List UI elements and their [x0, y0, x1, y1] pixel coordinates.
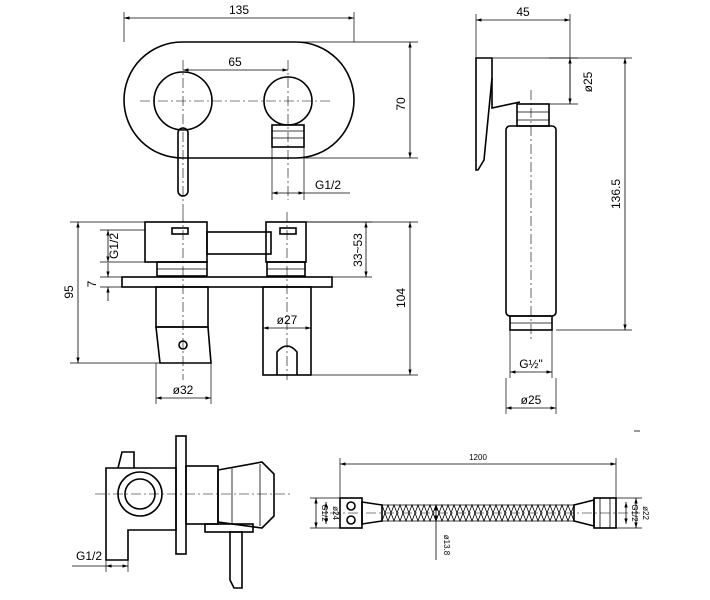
dim-body-diameter: ø32 [173, 383, 194, 397]
dim-handset-length: 136.5 [609, 179, 623, 209]
dim-mounting-height: 95 [62, 285, 76, 299]
dim-depth-range: 33~53 [351, 233, 365, 267]
hose-view: 1200 G1/2 ø24 ø13.8 G1/2 ø22 [310, 453, 650, 560]
dim-outlet-thread: G1/2 [315, 178, 341, 192]
dim-side-thread: G1/2 [76, 549, 102, 563]
dim-hose-left-thread: G1/2 [320, 504, 329, 522]
handset-view: 45 ø25 136.5 G½" ø25 [475, 5, 632, 414]
hose-right-nut [593, 497, 617, 529]
dim-plate-thickness: 7 [85, 280, 99, 287]
side-view: G1/2 [72, 435, 290, 589]
handset-head [516, 103, 550, 127]
dim-handset-head-diameter: ø25 [581, 71, 595, 92]
dim-front-height: 70 [394, 97, 408, 111]
cover-plate-section [121, 276, 333, 288]
lever-section [155, 326, 212, 364]
cartridge-body [155, 286, 209, 328]
dim-hose-left-diameter: ø24 [331, 506, 340, 520]
side-cover-plate [175, 435, 187, 555]
dim-handset-thread: G½" [519, 357, 543, 371]
cover-plate [123, 41, 355, 159]
side-elbow-body [105, 467, 177, 561]
dim-hose-diameter: ø13.8 [442, 535, 451, 556]
handset-bracket [475, 57, 493, 171]
side-lever [229, 531, 243, 589]
front-view: 135 65 70 G1/2 [123, 3, 418, 212]
dim-hose-right-thread: G1/2 [630, 504, 639, 522]
dim-center-distance: 65 [228, 55, 242, 69]
connecting-pipe [206, 231, 272, 255]
dim-total-height: 104 [394, 288, 408, 308]
dim-holder-diameter: ø27 [277, 313, 298, 327]
dim-front-width: 135 [229, 3, 249, 17]
dim-hose-length: 1200 [469, 453, 487, 462]
dim-handset-width: 45 [516, 5, 530, 19]
dim-hose-right-diameter: ø22 [641, 506, 650, 520]
side-cartridge [217, 461, 275, 529]
dim-inlet-thread: G1/2 [107, 233, 121, 259]
section-view: 95 G1/2 7 33~53 104 ø27 ø32 [62, 212, 418, 404]
dim-handset-body-diameter: ø25 [521, 393, 542, 407]
